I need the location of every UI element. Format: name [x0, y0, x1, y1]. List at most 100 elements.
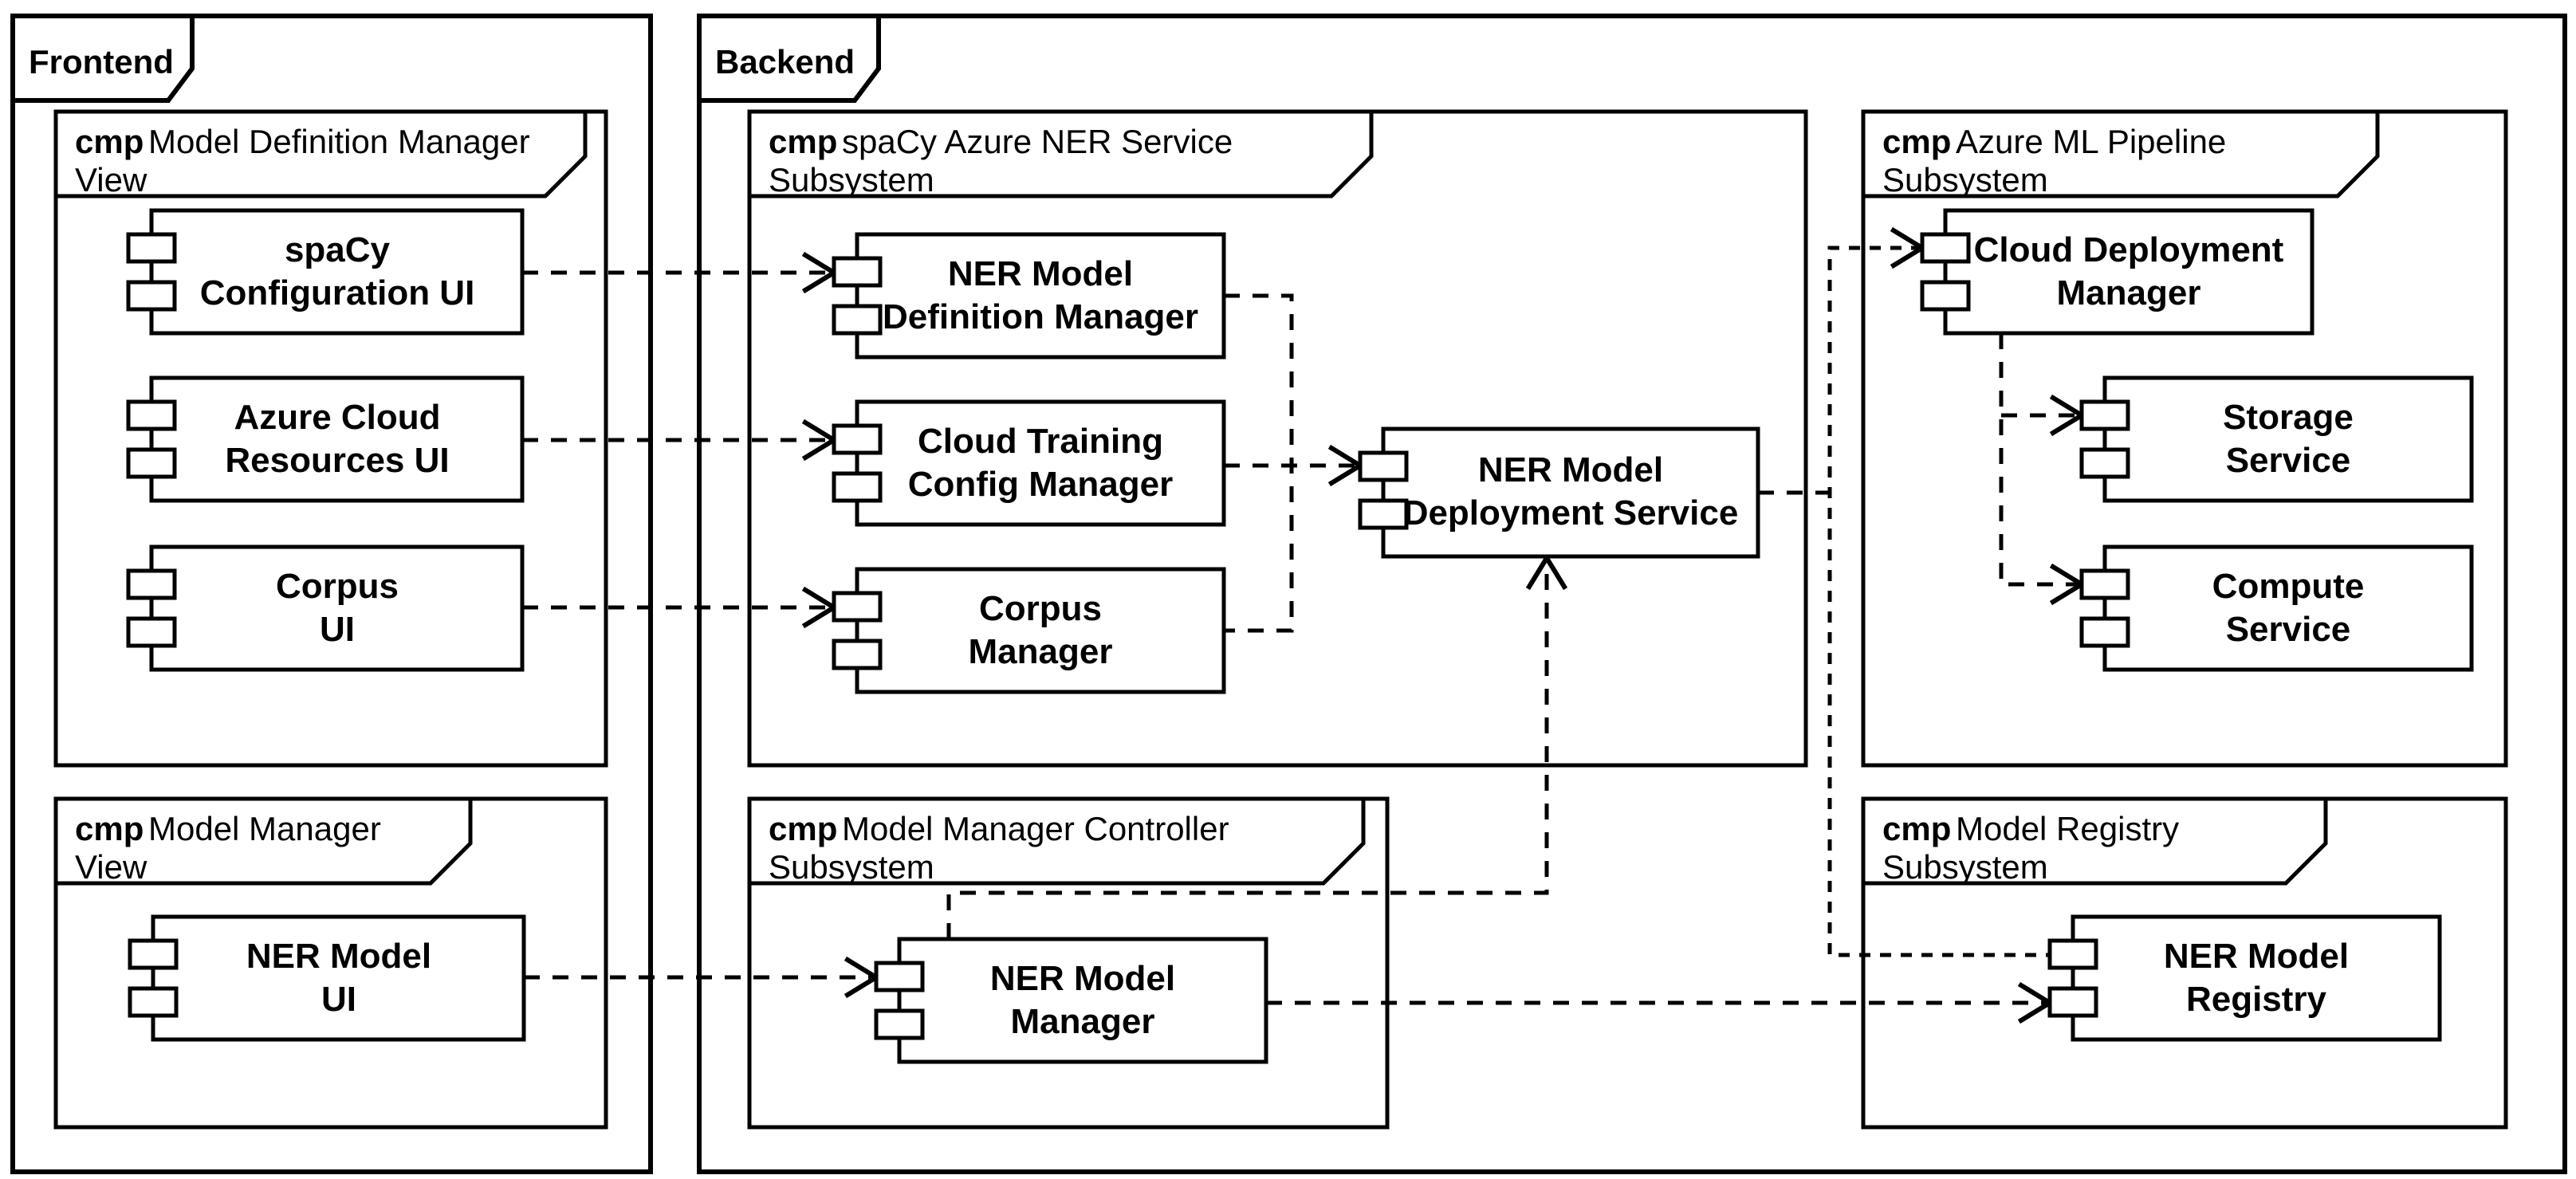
component-label-line1: NER Model: [1478, 450, 1663, 489]
frame-keyword: cmp: [75, 123, 144, 160]
package-frontend-label: Frontend: [29, 43, 174, 81]
port-icon: [1358, 498, 1409, 530]
component-label-line1: NER Model: [246, 937, 431, 976]
port-icon: [128, 986, 179, 1018]
package-backend-tab: [697, 14, 881, 103]
component-box: [855, 399, 1226, 527]
port-icon: [126, 568, 177, 600]
component-label-line1: Corpus: [276, 567, 399, 606]
port-icon: [832, 304, 883, 336]
component-label-line1: Corpus: [979, 589, 1102, 628]
component-cloud-training-config-manager: Cloud Training Config Manager: [832, 399, 1226, 527]
component-box: [855, 567, 1226, 694]
frame-title-line2: Subsystem: [769, 161, 934, 198]
port-icon: [128, 938, 179, 970]
component-label-line1: NER Model: [948, 254, 1133, 293]
component-label-line2: Configuration UI: [200, 273, 475, 312]
frame-keyword: cmp: [1882, 123, 1951, 160]
port-icon: [874, 961, 925, 992]
port-icon: [1920, 280, 1971, 312]
port-icon: [126, 280, 177, 312]
component-ner-model-ui: NER Model UI: [128, 914, 526, 1042]
frame-title-line2: Subsystem: [769, 848, 934, 886]
component-box: [151, 914, 526, 1042]
component-box: [2071, 914, 2442, 1042]
edge-trunk-definition-and-corpus-manager: [1224, 293, 1294, 633]
frame-header: [747, 796, 1366, 886]
frame-header: [747, 109, 1374, 198]
frame-title-line2: Subsystem: [1882, 161, 2048, 198]
component-label-line2: Config Manager: [908, 465, 1173, 504]
component-label-line2: Registry: [2186, 980, 2327, 1019]
component-box: [855, 232, 1226, 360]
port-icon: [2047, 938, 2098, 970]
edge-deployment-service-to-cdm-and-registry: [1827, 246, 2050, 957]
port-icon: [832, 639, 883, 670]
component-label-line1: Compute: [2212, 567, 2365, 606]
frame-title-line1: Model Manager: [148, 810, 381, 847]
port-icon: [1920, 232, 1971, 264]
port-icon: [2047, 986, 2098, 1018]
component-label-line2: Service: [2226, 610, 2351, 649]
component-label-line1: Cloud Deployment: [1974, 230, 2284, 269]
connectors: [522, 226, 2086, 1024]
frame-title-line2: Subsystem: [1882, 848, 2048, 886]
port-icon: [874, 1008, 925, 1040]
component-box: [149, 208, 525, 336]
component-spacy-configuration-ui: spaCy Configuration UI: [126, 208, 525, 336]
port-icon: [2079, 616, 2130, 648]
port-icon: [126, 447, 177, 479]
frame-title-line1: spaCy Azure NER Service: [842, 123, 1233, 160]
component-label-line2: Service: [2226, 441, 2351, 480]
component-ner-model-deployment-service: NER Model Deployment Service: [1358, 426, 1760, 559]
port-icon: [2079, 568, 2130, 600]
component-label-line2: Manager: [2057, 273, 2201, 312]
component-label-line2: UI: [320, 610, 355, 649]
frame-keyword: cmp: [769, 123, 837, 160]
component-ner-model-manager: NER Model Manager: [874, 937, 1268, 1064]
component-label-line2: UI: [321, 980, 356, 1019]
port-icon: [126, 232, 177, 264]
port-icon: [832, 471, 883, 503]
component-ner-model-definition-manager: NER Model Definition Manager: [832, 232, 1226, 360]
port-icon: [126, 399, 177, 431]
frame-title-line1: Model Manager Controller: [842, 810, 1229, 847]
component-label-line2: Manager: [1011, 1002, 1155, 1041]
port-icon: [126, 616, 177, 648]
frame-model-manager-controller-subsystem: cmp Model Manager Controller Subsystem: [747, 796, 1390, 1130]
component-storage-service: Storage Service: [2079, 375, 2474, 503]
frame-keyword: cmp: [75, 810, 144, 847]
frame-header: [53, 109, 588, 198]
component-azure-cloud-resources-ui: Azure Cloud Resources UI: [126, 375, 525, 503]
frame-title-line2: View: [75, 161, 147, 198]
package-backend-label: Backend: [715, 43, 855, 81]
component-label-line2: Manager: [969, 632, 1113, 671]
port-icon: [2079, 447, 2130, 479]
component-label-line1: spaCy: [285, 230, 391, 269]
component-box: [2102, 375, 2474, 503]
component-box: [897, 937, 1268, 1064]
port-icon: [2079, 399, 2130, 431]
component-corpus-ui: Corpus UI: [126, 544, 525, 672]
frame-title-line1: Model Registry: [1956, 810, 2179, 847]
frame-keyword: cmp: [769, 810, 837, 847]
port-icon: [832, 256, 883, 288]
component-box: [1943, 208, 2314, 336]
component-box: [149, 544, 525, 672]
port-icon: [1358, 450, 1409, 482]
component-label-line1: NER Model: [990, 959, 1175, 998]
component-label-line1: NER Model: [2164, 937, 2349, 976]
frame-title-line1: Model Definition Manager: [148, 123, 530, 160]
component-box: [149, 375, 525, 503]
frame-header: [1861, 796, 2328, 886]
package-frontend-tab: [10, 14, 195, 103]
component-ner-model-registry: NER Model Registry: [2047, 914, 2442, 1042]
edge-ner-model-manager-to-deployment-service: [946, 558, 1549, 939]
component-label-line2: Definition Manager: [883, 297, 1198, 336]
port-icon: [832, 591, 883, 623]
component-label-line1: Cloud Training: [918, 422, 1163, 461]
component-cloud-deployment-manager: Cloud Deployment Manager: [1920, 208, 2314, 336]
component-label-line1: Azure Cloud: [234, 398, 440, 437]
